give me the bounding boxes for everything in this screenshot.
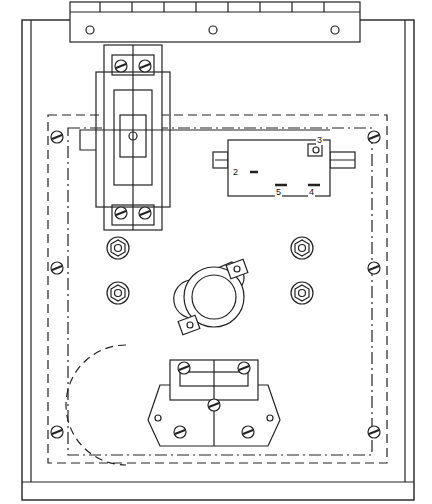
terminal-number: 4 (308, 188, 315, 197)
terminal-number: 5 (275, 188, 282, 197)
terminal-number: 3 (316, 136, 323, 145)
terminal-number: 2 (232, 168, 239, 177)
